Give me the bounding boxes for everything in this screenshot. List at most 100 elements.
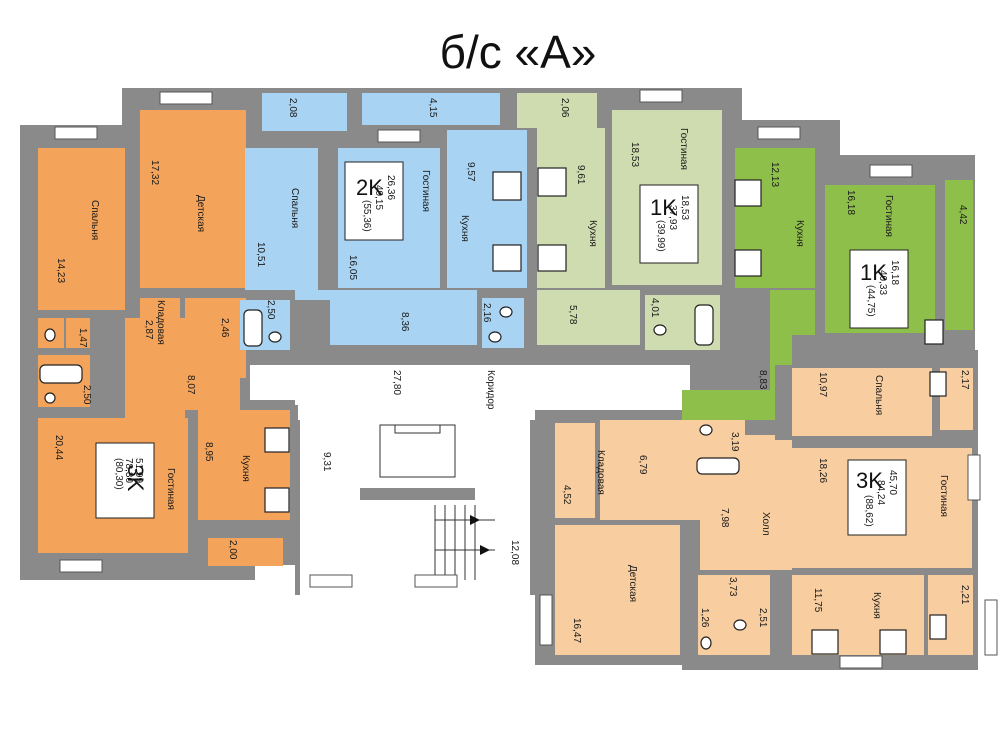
label: 2,08 [287,98,298,118]
room-bedroom-2k [245,148,318,290]
label: Кладовая [595,450,606,495]
label: 5,78 [567,305,578,325]
summary-3k-left: 3K 51,99 78,30 (80,30) [95,442,155,519]
svg-text:16,18: 16,18 [889,260,900,285]
plan-title: б/с «А» [440,26,597,78]
svg-text:2K: 2K [356,175,383,200]
label: Кухня [794,220,805,247]
label: Кухня [871,592,882,619]
apartment-3k-left [38,110,290,566]
label: 27,80 [391,370,402,395]
room-hall-1k-right [682,290,815,430]
label: 9,61 [575,165,586,185]
label: 17,32 [149,160,160,185]
kitchen-fixtures [264,167,907,655]
label: 4,42 [957,205,968,225]
label: 2,21 [959,585,970,605]
svg-text:18,53: 18,53 [679,195,690,220]
label: 1,47 [77,328,88,348]
room-hall-right [600,420,792,570]
label: 11,75 [812,588,823,613]
label: 4,52 [561,485,572,505]
label: Кухня [240,455,251,482]
svg-text:1K: 1K [650,195,677,220]
label: Кухня [587,220,598,247]
label: 18,26 [817,458,828,483]
bath-fixtures [39,304,947,650]
summary-1k-middle: 1K 18,53 37,93 (39,99) [639,184,699,264]
label: 10,51 [255,242,266,267]
room-hall-2k [295,290,477,345]
svg-text:1K: 1K [860,260,887,285]
room-bedroom-left [38,148,125,310]
label: Холл [760,512,771,536]
room-hall-1k-mid [537,290,640,345]
svg-text:49,15: 49,15 [373,185,384,210]
label: 2,17 [959,370,970,390]
room-hall-left [125,298,246,418]
label: Коридор [485,370,496,410]
stairwell [379,424,495,580]
label: Гостиная [938,475,949,517]
label: 8,95 [203,442,214,462]
label: Детская [627,565,638,602]
room-bedroom-right [792,368,932,436]
label: 10,97 [817,372,828,397]
label: Детская [195,195,206,232]
label: 2,00 [227,540,238,560]
summary-3k-right: 3K 45,70 84,24 (88,62) [847,459,907,536]
label: 20,44 [53,435,64,460]
svg-text:3K: 3K [856,468,883,493]
label: 2,50 [81,385,92,405]
label: 2,87 [143,320,154,340]
label: 2,46 [219,318,230,338]
label: 6,79 [637,455,648,475]
label: 2,06 [559,98,570,118]
room-labels: Спальня 14,23 Детская 17,32 Кладовая 2,8… [53,98,970,643]
label: Кухня [459,215,470,242]
label: 4,15 [427,98,438,118]
label: 18,53 [629,142,640,167]
label: 1,26 [699,608,710,628]
label: 9,57 [465,162,476,182]
label: 16,47 [571,618,582,643]
stair-arrows [470,515,490,555]
room-storage-right [555,423,595,518]
label: 3,73 [727,577,738,597]
svg-text:3K: 3K [123,465,148,492]
label: Гостиная [165,468,176,510]
svg-text:40,33: 40,33 [877,270,888,295]
label: Спальня [89,200,100,240]
label: Кладовая [155,300,166,345]
svg-text:78,30: 78,30 [123,458,134,483]
label: 9,31 [321,452,332,472]
windows [54,89,998,669]
label: 4,01 [649,298,660,318]
svg-text:(55,36): (55,36) [361,200,372,232]
svg-text:(44,75): (44,75) [865,285,876,317]
label: 12,08 [509,540,520,565]
label: 8,36 [399,312,410,332]
label: Спальня [873,375,884,415]
label: 16,05 [347,255,358,280]
label: 2,51 [757,608,768,628]
label: 7,98 [719,508,730,528]
summary-2k: 2K 26,36 49,15 (55,36) [344,161,404,241]
room-kids-left [140,110,246,288]
label: Спальня [289,188,300,228]
svg-text:(88,62): (88,62) [863,495,874,527]
room-balcony-left [208,538,283,566]
label: 12,13 [769,162,780,187]
label: 2,50 [265,300,276,320]
summary-1k-right: 1K 16,18 40,33 (44,75) [849,249,909,329]
label: 16,18 [845,190,856,215]
label: 3,19 [729,432,740,452]
svg-text:(80,30): (80,30) [113,458,124,490]
room-kids-right [555,525,680,655]
svg-text:26,36: 26,36 [385,175,396,200]
label: 14,23 [55,258,66,283]
label: 8,07 [185,375,196,395]
label: Гостиная [420,170,431,212]
svg-text:45,70: 45,70 [887,470,898,495]
